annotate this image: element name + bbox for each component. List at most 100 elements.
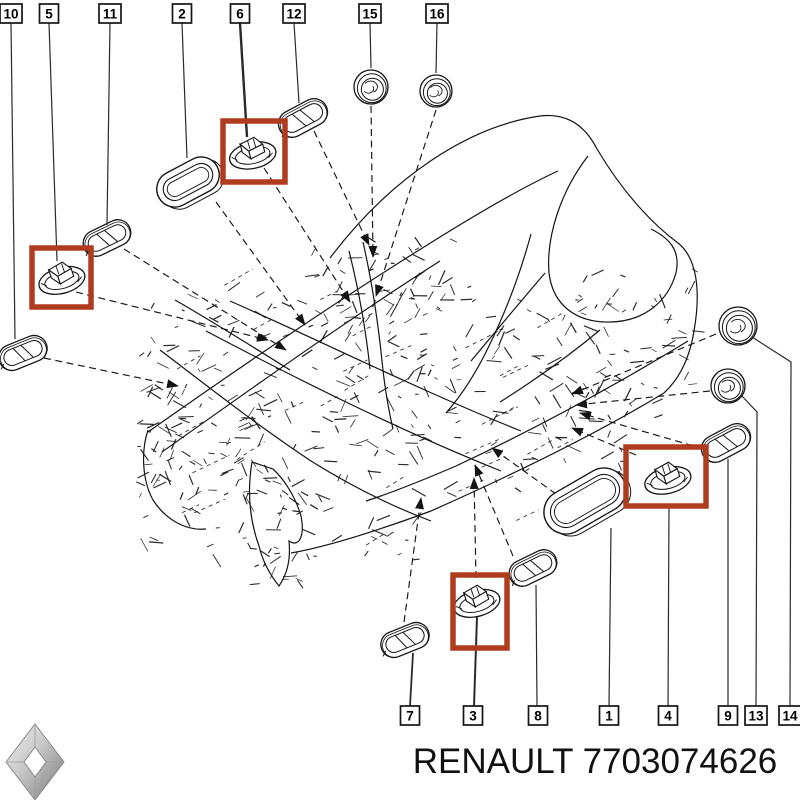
callout-box-15 (358, 3, 382, 24)
pointer-dashed-arrow (75, 291, 269, 342)
leader-line-15 (369, 22, 372, 69)
part-16 (419, 74, 453, 108)
callout-number-3: 3 (469, 709, 477, 724)
car-outline-path (362, 241, 394, 430)
part-8 (508, 549, 558, 587)
callout-number-14: 14 (782, 709, 798, 724)
pointer-dashed-arrow (313, 130, 370, 246)
callout-number-8: 8 (534, 709, 542, 724)
car-outline-path (142, 429, 207, 530)
leader-line-8 (535, 584, 538, 707)
pointer-dashed-arrow (43, 357, 179, 389)
callout-box-9 (717, 705, 739, 726)
leader-line-16 (435, 22, 438, 74)
callout-number-13: 13 (748, 709, 764, 724)
part-7 (380, 621, 430, 659)
callout-box-14 (778, 705, 800, 726)
callout-number-1: 1 (605, 709, 613, 724)
renault-logo-facets (6, 724, 64, 800)
callout-box-2 (171, 3, 193, 24)
callout-number-12: 12 (286, 7, 301, 22)
car-outline-path (290, 392, 665, 554)
pointer-dashed-arrow (403, 497, 424, 623)
car-outline-path (249, 461, 303, 588)
callout-number-9: 9 (724, 709, 732, 724)
leader-line-10 (10, 22, 16, 340)
car-outline-path (470, 272, 546, 362)
car-outline-path (161, 260, 441, 453)
leader-line-6 (238, 22, 249, 138)
callout-box-4 (657, 705, 679, 726)
pointer-lines (43, 105, 717, 623)
leader-line-5 (48, 22, 58, 262)
part-15 (353, 69, 389, 105)
leader-line-3 (473, 616, 478, 707)
car-outline-path (205, 330, 502, 472)
callout-number-10: 10 (3, 7, 18, 22)
pointer-dashed-arrow (469, 477, 479, 579)
pointer-dashed-arrow (474, 464, 514, 557)
leader-line-1 (608, 527, 612, 707)
car-outline-path (229, 300, 522, 432)
car-outline-path (147, 170, 559, 433)
grommet-parts (0, 69, 758, 659)
car-outline-path (548, 155, 678, 323)
callout-box-12 (282, 3, 306, 24)
highlight-box-5 (29, 245, 94, 310)
callout-box-6 (229, 3, 251, 24)
callout-box-13 (744, 705, 768, 726)
part-3 (453, 584, 501, 618)
pointer-dashed-arrow (368, 105, 378, 258)
callout-box-8 (527, 705, 549, 726)
part-11 (82, 219, 132, 257)
pointer-dashed-arrow (123, 248, 287, 351)
pointer-dashed-arrow (491, 447, 557, 495)
car-outline-path (596, 148, 698, 394)
callout-number-7: 7 (406, 709, 414, 724)
part-10 (0, 334, 48, 372)
part-2 (156, 156, 225, 210)
pointer-dashed-arrow (375, 109, 437, 297)
leader-line-13 (740, 394, 758, 707)
leader-line-12 (293, 22, 300, 104)
part-14 (718, 306, 758, 346)
callout-box-3 (462, 705, 484, 726)
pointer-dashed-arrow (263, 167, 351, 303)
leader-line-7 (409, 652, 414, 707)
leader-line-4 (667, 503, 670, 707)
leader-line-2 (181, 22, 188, 159)
leader-line-11 (106, 22, 111, 226)
highlight-box-4 (623, 444, 709, 509)
car-outline-path (365, 340, 689, 502)
part-6 (228, 136, 277, 170)
highlight-boxes (29, 118, 709, 651)
car-outline-path (159, 349, 432, 522)
part-4 (644, 461, 692, 495)
part-13 (710, 368, 746, 404)
callout-box-16 (425, 3, 449, 24)
pointer-dashed-arrow (579, 411, 705, 450)
callout-number-11: 11 (103, 7, 118, 22)
car-outline-path (445, 233, 532, 414)
footer: RENAULT 7703074626 (5, 723, 777, 800)
pointer-dashed-arrow (571, 333, 717, 395)
pointer-dashed-arrow (215, 201, 306, 326)
callout-box-10 (0, 3, 23, 24)
callout-number-2: 2 (178, 7, 186, 22)
callout-box-5 (38, 3, 60, 24)
callout-number-5: 5 (45, 7, 53, 22)
callout-number-4: 4 (664, 709, 672, 724)
car-outline-path (174, 299, 291, 371)
callout-box-1 (598, 705, 620, 726)
callout-box-11 (98, 3, 122, 24)
car-outline-path (348, 250, 371, 370)
highlight-box-3 (450, 572, 510, 651)
callout-number-16: 16 (429, 7, 445, 22)
car-outline-path (329, 114, 598, 259)
callout-number-15: 15 (362, 7, 378, 22)
callout-box-7 (399, 705, 421, 726)
leader-line-14 (751, 336, 792, 707)
